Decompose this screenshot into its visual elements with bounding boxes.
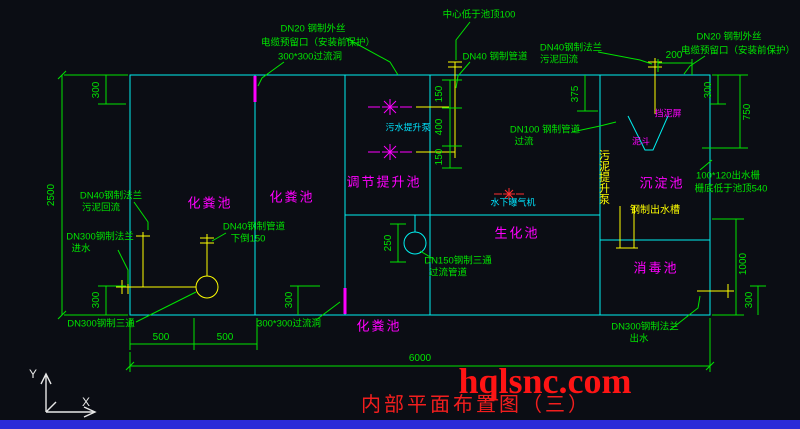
- note-tl-hole: 300*300过流洞: [278, 51, 342, 63]
- note-top-flange: DN40钢制法兰: [539, 42, 603, 54]
- pool-label-biochemical: 生化池: [494, 225, 540, 241]
- note-tl-thread: DN20 钢制外丝: [280, 23, 346, 35]
- dim-300-br: 300: [744, 291, 755, 309]
- watermark-text: hqlsnc.com: [458, 361, 632, 401]
- note-center-low: 中心低于池顶100: [442, 9, 516, 21]
- note-tr-cable: 电缆预留口（安装前保护）: [680, 45, 796, 57]
- tank-walls: [129, 74, 711, 316]
- note-tee-pipe: 过流管道: [428, 267, 468, 279]
- pool-label-septic-3: 化粪池: [356, 318, 402, 334]
- note-tee-dn150: DN150钢制三通: [424, 255, 492, 267]
- dim-200: 200: [665, 50, 683, 61]
- label-outlet-channel: 钢制出水槽: [630, 205, 680, 216]
- note-outlet-grate: 100*120出水栅: [696, 170, 760, 182]
- dim-300-tr: 300: [703, 81, 714, 99]
- horizontal-scrollbar[interactable]: [0, 420, 800, 429]
- dim-300-tl: 300: [91, 81, 102, 99]
- dim-375: 375: [570, 85, 581, 103]
- note-left-flange: DN40钢制法兰: [79, 190, 143, 202]
- note-tr-thread: DN20 钢制外丝: [696, 31, 762, 43]
- dim-150-a: 150: [434, 85, 445, 103]
- dim-300-bl: 300: [91, 291, 102, 309]
- note-top-pipe: DN40 钢制管道: [462, 51, 528, 63]
- label-mud-hopper: 泥斗: [631, 136, 651, 147]
- dim-6000: 6000: [408, 353, 432, 364]
- dim-750: 750: [742, 103, 753, 121]
- note-left-pipe: DN40钢制管道: [222, 221, 286, 233]
- label-sewage-lift-pump: 污水提升泵: [385, 122, 431, 133]
- note-inlet-flange: DN300钢制法兰: [66, 231, 134, 243]
- note-outlet: 出水: [629, 333, 649, 345]
- note-grate-note: 栅底低于池顶540: [694, 183, 768, 195]
- dim-500-a: 500: [152, 332, 170, 343]
- label-mud-screen: 挡泥屏: [654, 108, 682, 119]
- pool-label-regulating: 调节提升池: [346, 174, 422, 190]
- note-left-sludge: 污泥回流: [81, 202, 121, 214]
- pool-label-sedimentation: 沉淀池: [639, 175, 685, 191]
- label-sludge-lift-pump: 污泥提升泵: [597, 149, 610, 205]
- note-outlet-flange: DN300钢制法兰: [611, 321, 679, 333]
- note-dn100-flow: 过流: [514, 136, 534, 148]
- dimension-lines: [57, 59, 766, 372]
- mud-hopper-shape: [627, 115, 669, 151]
- pump-symbol-icons: [368, 99, 412, 160]
- leader-lines: [117, 21, 713, 331]
- note-left-down: 下倒150: [230, 233, 266, 245]
- dim-300-bc: 300: [284, 291, 295, 309]
- note-inlet-tee: DN300钢制三通: [67, 318, 135, 330]
- dim-400: 400: [434, 118, 445, 136]
- note-dn100-pipe: DN100 钢制管道: [509, 124, 581, 136]
- dim-150-b: 150: [434, 148, 445, 166]
- ucs-axis-icon: [40, 372, 97, 418]
- dim-500-b: 500: [216, 332, 234, 343]
- dim-1000: 1000: [738, 252, 749, 276]
- pool-label-septic-2: 化粪池: [269, 189, 315, 205]
- pool-label-septic-1: 化粪池: [187, 195, 233, 211]
- ucs-y-label: Y: [28, 367, 38, 381]
- pool-label-disinfection: 消毒池: [633, 260, 679, 276]
- note-bottom-hole: 300*300过流洞: [257, 318, 321, 330]
- dim-2500: 2500: [46, 183, 57, 207]
- aerator-symbol-icon: [494, 188, 524, 200]
- note-top-sludge: 污泥回流: [539, 54, 579, 66]
- drawing-title: 内部平面布置图（三）: [361, 394, 591, 416]
- ucs-x-label: X: [81, 395, 91, 409]
- dim-250: 250: [383, 234, 394, 252]
- note-tl-cable: 电缆预留口（安装前保护）: [260, 37, 376, 49]
- note-inlet: 进水: [71, 243, 91, 255]
- overflow-holes: [253, 76, 347, 314]
- label-underwater-aerator: 水下曝气机: [490, 197, 536, 208]
